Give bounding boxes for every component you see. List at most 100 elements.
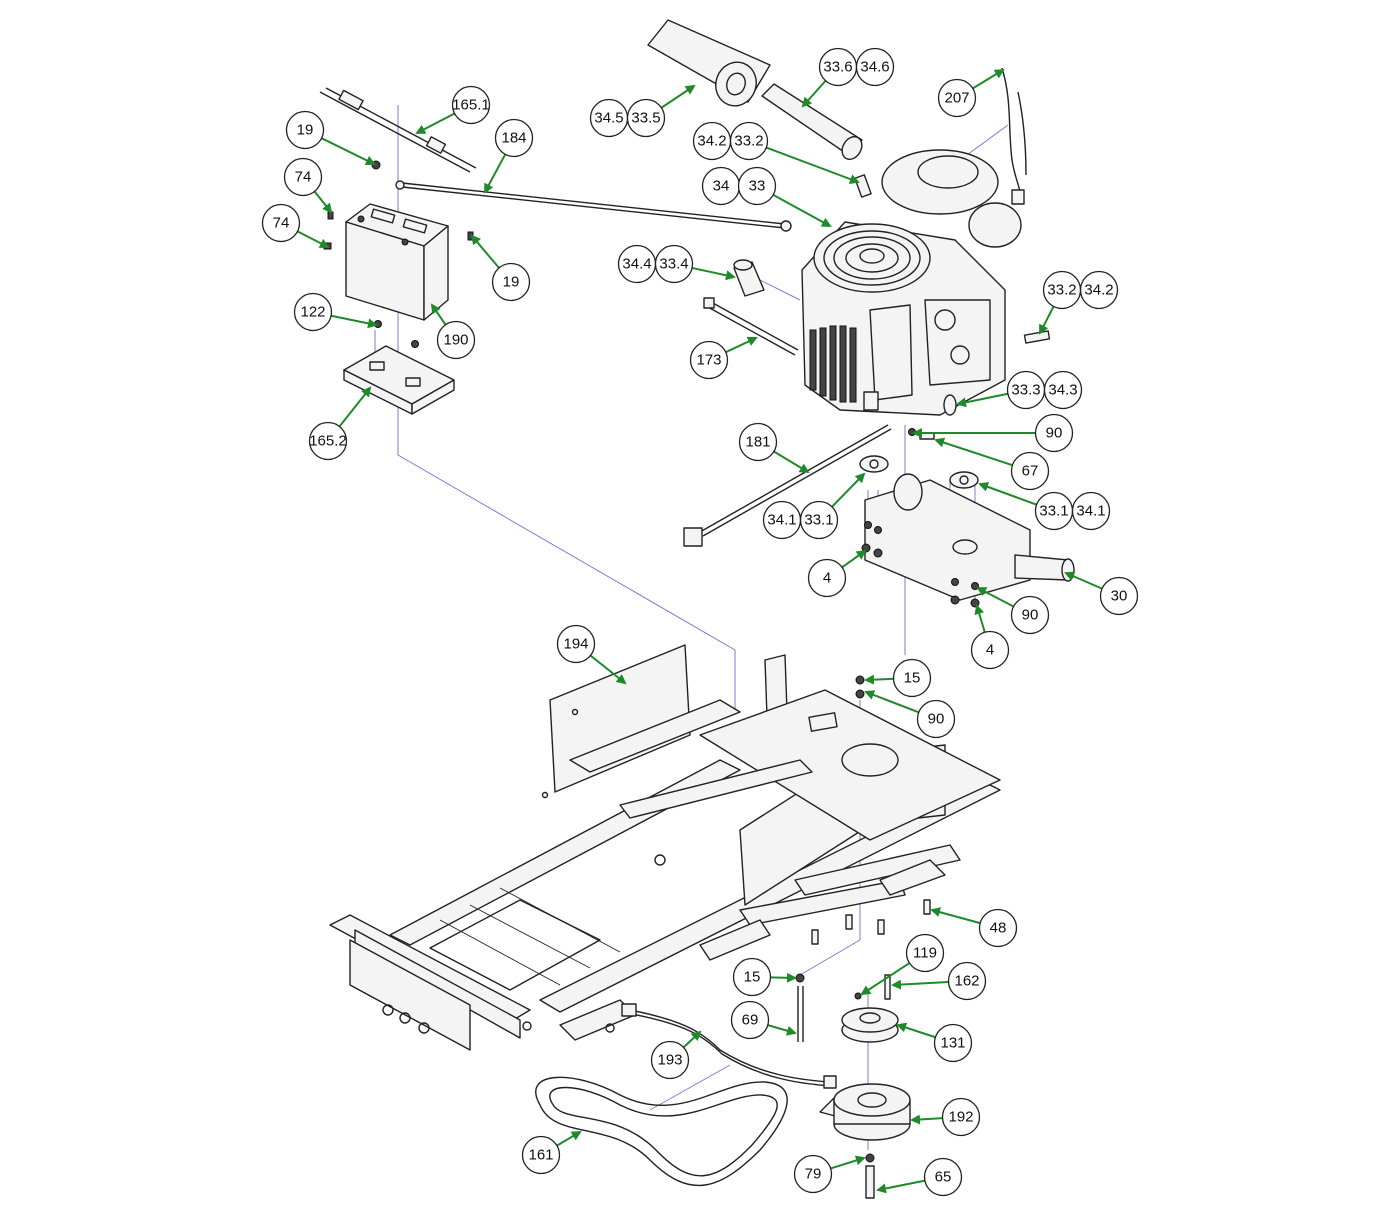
callout-label: 193 xyxy=(657,1052,682,1069)
leader-arrow xyxy=(830,1155,866,1170)
callout-label: 184 xyxy=(501,130,526,147)
callout-label: 90 xyxy=(1046,425,1063,442)
exhaust-gasket-right xyxy=(949,471,979,489)
callout-label: 34.2 xyxy=(697,133,726,150)
callout-bubble xyxy=(491,262,531,302)
leader-arrow xyxy=(772,194,832,227)
callout-119: 119 xyxy=(860,933,945,996)
washer-15-upper xyxy=(855,675,865,685)
callout-bubble xyxy=(970,630,1010,670)
callout-bubble xyxy=(308,421,348,461)
callout-label: 4 xyxy=(823,570,831,587)
air-filter-outer xyxy=(647,19,771,107)
exhaust-gasket-left xyxy=(859,455,889,473)
callout-4-b: 4 xyxy=(970,604,1010,670)
callout-131: 131 xyxy=(896,1022,973,1063)
callout-bubble xyxy=(978,908,1018,948)
battery-tray xyxy=(343,345,455,415)
callout-label: 33.3 xyxy=(1011,382,1040,399)
callout-label: 67 xyxy=(1022,463,1039,480)
callout-bubble xyxy=(1043,370,1083,410)
callout-bubble xyxy=(730,1000,770,1040)
callout-label: 33.2 xyxy=(1047,282,1076,299)
callout-15-a: 15 xyxy=(864,658,932,698)
leader-arrow xyxy=(470,234,500,269)
pin-162 xyxy=(884,974,891,1000)
leader-arrow xyxy=(767,1024,797,1036)
leader-arrow xyxy=(415,112,456,134)
callout-bubble xyxy=(521,1135,561,1175)
callout-label: 119 xyxy=(913,945,937,962)
leader-arrow xyxy=(297,230,330,248)
nut-15-lower xyxy=(795,973,805,983)
callout-190: 190 xyxy=(430,303,476,360)
callout-label: 181 xyxy=(745,434,770,451)
callout-bubble xyxy=(451,85,491,125)
exhaust-nuts xyxy=(861,521,980,608)
air-filter-inner xyxy=(761,83,863,161)
callout-192: 192 xyxy=(910,1097,981,1137)
callout-label: 90 xyxy=(1022,607,1039,624)
callout-label: 34.1 xyxy=(1076,503,1105,520)
callout-bubble xyxy=(905,933,945,973)
callout-bubble xyxy=(807,558,847,598)
callout-bubble xyxy=(737,166,777,206)
stud-69 xyxy=(797,986,804,1042)
callout-label: 33 xyxy=(749,178,766,195)
leader-arrow xyxy=(725,336,758,354)
bolt-65 xyxy=(865,1165,875,1199)
callout-90-c: 90 xyxy=(864,690,956,739)
callout-bubble xyxy=(283,157,323,197)
callout-bubble xyxy=(494,118,534,158)
battery-cable xyxy=(395,180,792,232)
callout-4-a: 4 xyxy=(807,549,867,598)
callout-bubble xyxy=(729,121,769,161)
callout-bubble xyxy=(793,1154,833,1194)
callout-bubble xyxy=(941,1097,981,1137)
callout-label: 19 xyxy=(297,122,314,139)
leader-arrow xyxy=(864,690,920,714)
callout-bubble xyxy=(1071,491,1111,531)
callout-30: 30 xyxy=(1064,571,1139,616)
callout-90-a: 90 xyxy=(912,413,1074,453)
engine-body xyxy=(801,149,1022,416)
callout-79: 79 xyxy=(793,1154,866,1194)
leader-arrow xyxy=(1064,571,1103,590)
frame-assembly xyxy=(329,644,1001,1051)
callout-bubble xyxy=(855,47,895,87)
callout-label: 165.2 xyxy=(309,433,347,450)
callout-label: 30 xyxy=(1111,588,1128,605)
callout-bubble xyxy=(916,699,956,739)
callout-label: 190 xyxy=(443,332,468,349)
callout-label: 79 xyxy=(805,1166,822,1183)
clutch-harness xyxy=(621,1003,837,1089)
callout-19-a: 19 xyxy=(285,110,376,165)
callout-161: 161 xyxy=(521,1130,582,1175)
callout-bubble xyxy=(1099,576,1139,616)
callout-74-a: 74 xyxy=(283,157,333,214)
leader-arrow xyxy=(976,587,1015,608)
clutch-pulley xyxy=(841,1007,899,1043)
callout-label: 33.4 xyxy=(659,256,688,273)
ignition-wire xyxy=(683,424,892,547)
spark-plug-right xyxy=(1023,330,1051,344)
callout-122: 122 xyxy=(293,292,378,332)
callout-67: 67 xyxy=(934,437,1050,491)
callout-bubble xyxy=(436,320,476,360)
leader-arrow xyxy=(338,386,372,428)
callout-181: 181 xyxy=(738,422,810,474)
leader-arrow xyxy=(321,137,376,165)
washer-90-mid xyxy=(855,689,865,699)
callout-193: 193 xyxy=(650,1030,702,1080)
pto-clutch-assembly xyxy=(535,973,911,1199)
leader-arrow xyxy=(770,972,797,983)
callout-label: 162 xyxy=(954,973,979,990)
callout-165-1: 165.1 xyxy=(415,85,491,134)
